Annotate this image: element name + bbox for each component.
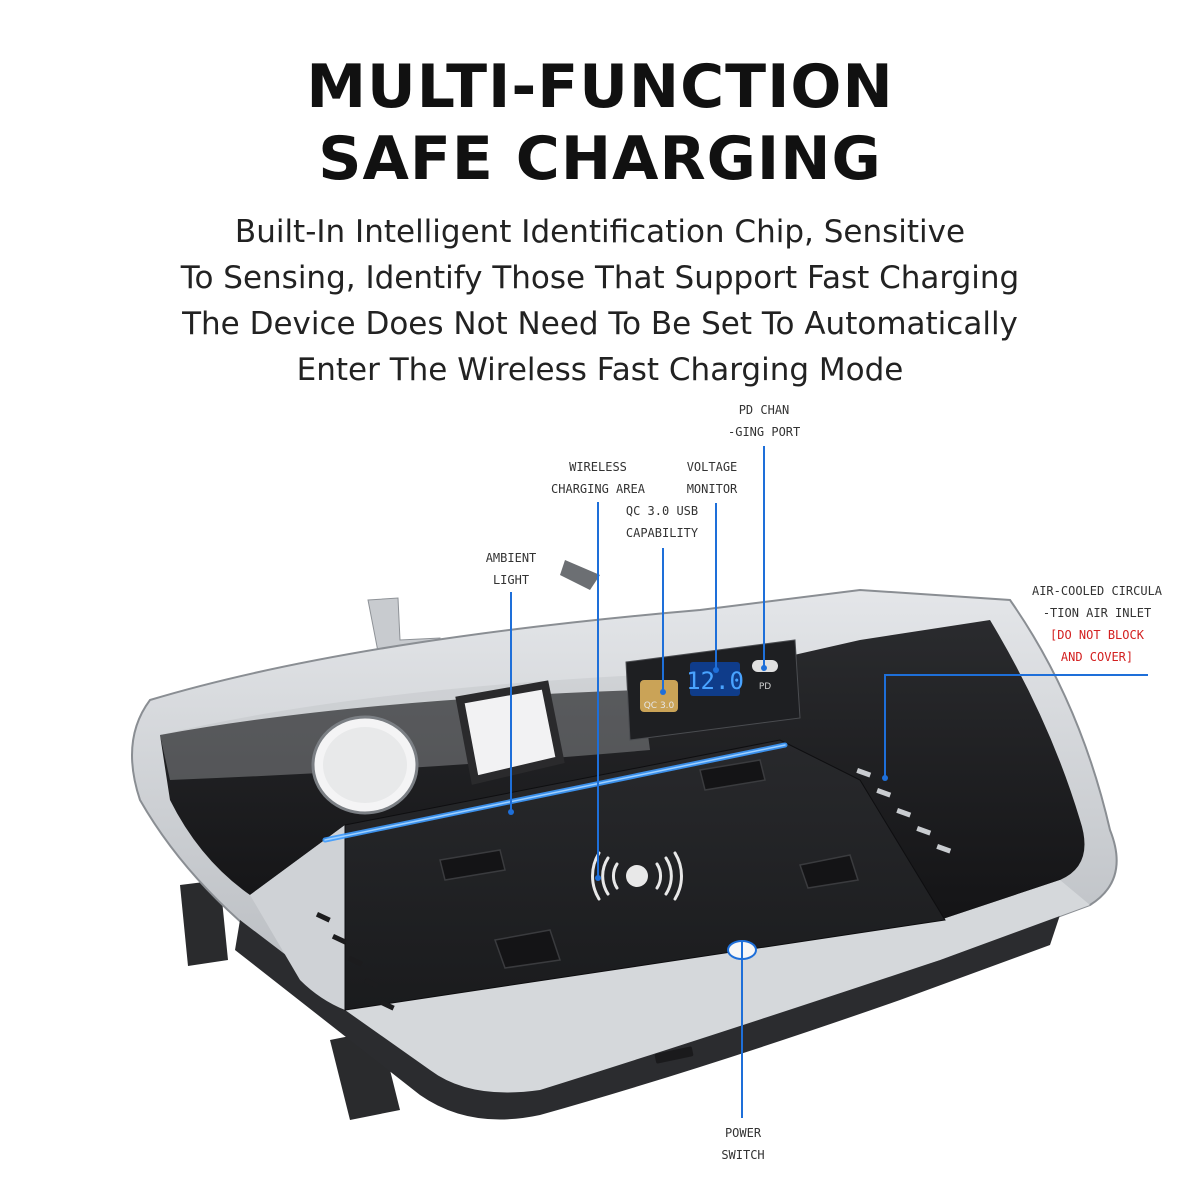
- callout-power-switch: POWER SWITCH: [721, 1126, 765, 1162]
- qc-usb-port[interactable]: [640, 680, 678, 712]
- description-line-1: Built-In Intelligent Identification Chip…: [234, 214, 966, 250]
- description-line-4: Enter The Wireless Fast Charging Mode: [296, 352, 904, 388]
- callout-qc-usb: QC 3.0 USB CAPABILITY: [625, 504, 699, 540]
- voltage-display: [690, 662, 740, 696]
- air-vent-left: [315, 911, 395, 1011]
- tray-inner-recess: [160, 620, 1085, 920]
- front-usb-slot[interactable]: [654, 1046, 694, 1064]
- qc-usb-port-label: QC 3.0: [644, 701, 675, 711]
- callout-air-inlet: AIR-COOLED CIRCULA -TION AIR INLET [DO N…: [1022, 580, 1172, 668]
- pd-port-label: PD: [759, 682, 771, 692]
- callout-leaders: [510, 446, 1148, 1118]
- description-line-3: The Device Does Not Need To Be Set To Au…: [182, 306, 1018, 342]
- air-vent-right: [856, 767, 952, 854]
- callout-ambient-light: AMBIENT LIGHT: [485, 551, 537, 587]
- air-inlet-warning: [DO NOT BLOCK: [1050, 628, 1144, 642]
- tray-base: [235, 915, 1060, 1120]
- callout-pd-charging-port: PD CHAN -GING PORT: [728, 403, 801, 439]
- description-line-2: To Sensing, Identify Those That Support …: [180, 260, 1020, 296]
- callout-voltage-monitor: VOLTAGE MONITOR: [686, 460, 738, 496]
- headline-line-1: MULTI-FUNCTION: [306, 52, 894, 122]
- headline-line-2: SAFE CHARGING: [318, 124, 882, 194]
- callout-wireless-charging-area: WIRELESS CHARGING AREA: [551, 460, 645, 496]
- wireless-charging-icon: [591, 851, 683, 901]
- air-inlet-warning-2: AND COVER]: [1060, 650, 1134, 664]
